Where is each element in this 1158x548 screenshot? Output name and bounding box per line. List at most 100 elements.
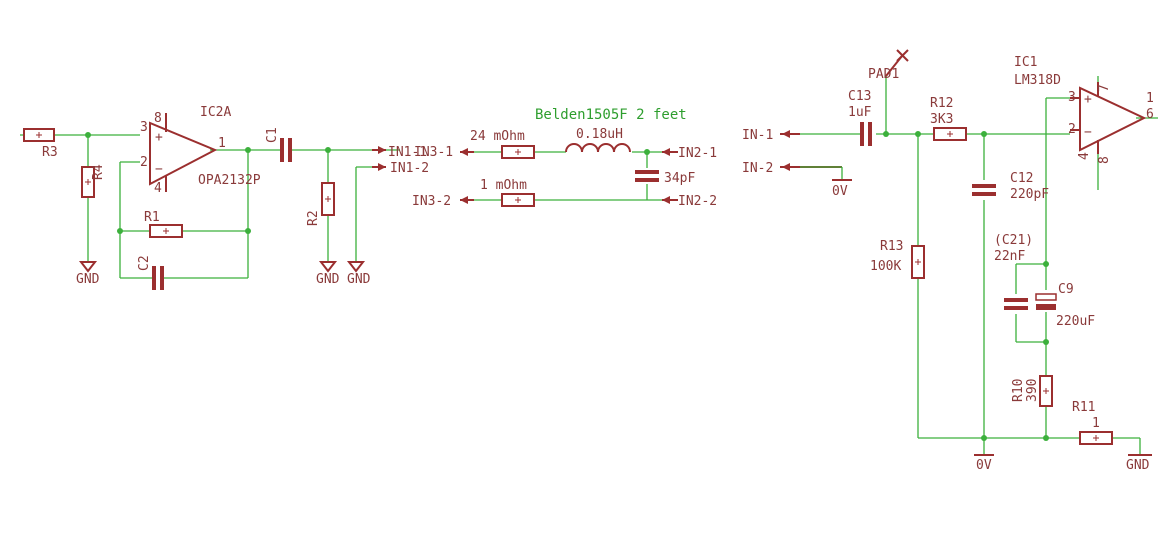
label-r11: R11 [1072,400,1095,415]
label-r10: R10 [1011,379,1026,402]
label-opa2132p: OPA2132P [198,173,261,188]
wires-right [800,76,1158,455]
label-c2: C2 [137,255,152,271]
label-ic2a-pin2: 2 [140,155,148,170]
pad-pad1: PAD1 [868,49,909,82]
label-r3: R3 [42,145,58,160]
resistor-r2: R2 [306,182,335,226]
label-ic1-plus: + [1084,92,1092,107]
label-in1-2: IN1-2 [390,161,429,176]
label-r11-value: 1 [1092,416,1100,431]
label-c1: C1 [265,127,280,143]
label-in1-1: IN1-1 [388,145,427,160]
opamp-ic2a: IC2A 3 2 8 4 1 + − OPA2132P [140,105,261,196]
label-in2-2: IN2-2 [678,194,717,209]
label-in3-1: IN3-1 [414,145,453,160]
label-r10-value: 390 [1025,379,1040,402]
cable-title: Belden1505F 2 feet [535,107,687,123]
label-c9-value: 220uF [1056,314,1095,329]
connector-in3-1: IN3-1 [414,145,474,160]
connector-in-2: IN-2 0V [742,161,852,199]
label-gnd2: GND [316,272,340,287]
label-in-2: IN-2 [742,161,773,176]
label-r13-value: 100K [870,259,901,274]
label-in3-2: IN3-2 [412,194,451,209]
label-gnd4: GND [1126,458,1150,473]
label-pad1: PAD1 [868,67,899,82]
capacitor-c1: C1 [265,127,292,162]
label-in2-1: IN2-1 [678,146,717,161]
ground-symbol-2: GND [316,261,340,287]
resistor-r1: R1 [144,210,183,238]
label-c13-value: 1uF [848,105,872,120]
label-c12-value: 220pF [1010,187,1049,202]
label-ic2a-plus: + [155,130,163,145]
label-gnd3: GND [347,272,371,287]
connector-in1-2: IN1-2 [372,161,429,176]
connector-in3-2: IN3-2 [412,194,474,209]
ground-0v-2: 0V [974,454,994,473]
label-gnd1: GND [76,272,100,287]
connector-in-1: IN-1 [742,128,800,143]
connector-in2-2: IN2-2 [662,194,717,209]
capacitor-c2: C2 [137,255,164,290]
resistor-1mohm: 1 mOhm [480,178,535,207]
wires-left [20,134,400,279]
capacitor-c12: C12 220pF [972,171,1049,202]
label-ic2a-pin1: 1 [218,136,226,151]
label-ic1-pin8: 8 [1097,156,1112,164]
capacitor-c9: C9 220uF [1035,282,1095,329]
ground-symbol-3: GND [346,261,371,287]
resistor-r3: R3 [23,128,58,160]
junction-dots-left [85,132,331,234]
label-34pf: 34pF [664,171,695,186]
label-1mohm: 1 mOhm [480,178,527,193]
label-r12-value: 3K3 [930,112,953,127]
label-r2: R2 [306,210,321,226]
label-r12: R12 [930,96,953,111]
ground-symbol-4: GND [1126,454,1152,473]
label-c21-value: 22nF [994,249,1025,264]
resistor-r11: R11 1 [1072,400,1113,445]
label-in-1: IN-1 [742,128,773,143]
label-c9: C9 [1058,282,1074,297]
label-r13: R13 [880,239,903,254]
label-ic1: IC1 [1014,55,1037,70]
junction-dot-mid [644,149,650,155]
capacitor-c21: (C21) 22nF [994,233,1033,310]
label-ic1-pin2: 2 [1068,122,1076,137]
label-ic1-pin1: 1 [1146,91,1154,106]
opamp-ic1: IC1 LM318D 7 3 2 1 6 8 4 + − [1014,55,1154,164]
label-ic1-pin4: 4 [1077,152,1092,160]
capacitor-34pf: 34pF [635,170,695,186]
ground-symbol-1: GND [76,261,100,287]
label-lm318d: LM318D [1014,73,1061,88]
capacitor-c13: C13 1uF [848,89,874,146]
label-c21: (C21) [994,233,1033,248]
label-0-18uh: 0.18uH [576,127,623,142]
resistor-r4: R4 [81,164,106,198]
label-r1: R1 [144,210,160,225]
junction-dots-right [883,131,1049,441]
label-ic2a-pin4: 4 [154,181,162,196]
resistor-r10: R10 390 [1011,375,1053,407]
connector-in1-1: IN1-1 [372,145,427,160]
label-ic1-pin3: 3 [1068,90,1076,105]
inductor-0-18uh: 0.18uH [565,127,631,153]
label-0v-2: 0V [976,458,992,473]
resistor-24mohm: 24 mOhm [470,129,535,159]
label-ic2a-minus: − [155,162,163,177]
label-24mohm: 24 mOhm [470,129,525,144]
label-ic2a-pin3: 3 [140,120,148,135]
label-c12: C12 [1010,171,1033,186]
label-ic1-pin6: 6 [1146,107,1154,122]
label-ic1-minus: − [1084,125,1092,140]
connector-in2-1: IN2-1 [662,146,717,161]
label-ic2a: IC2A [200,105,231,120]
label-0v-1: 0V [832,184,848,199]
resistor-r12: R12 3K3 [930,96,967,141]
label-c13: C13 [848,89,871,104]
label-ic1-pin7: 7 [1097,84,1112,92]
resistor-r13: R13 100K [870,239,925,279]
